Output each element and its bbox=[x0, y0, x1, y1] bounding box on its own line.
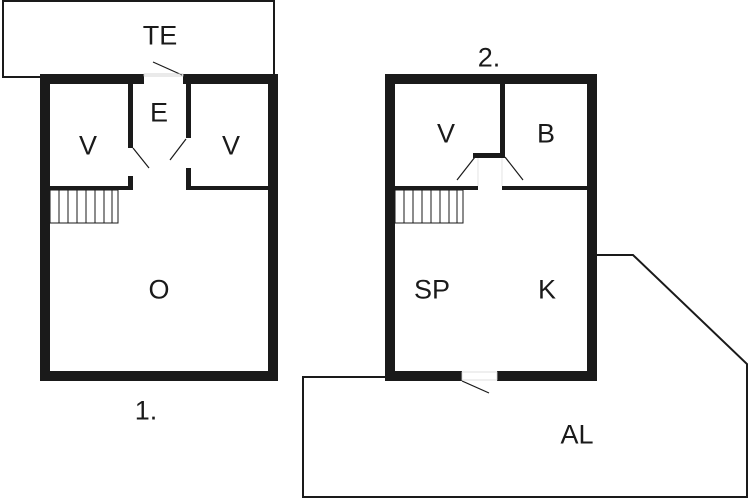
floor1-stairs bbox=[49, 189, 119, 224]
floor1-doors bbox=[132, 61, 187, 169]
room-label-room: V bbox=[436, 118, 456, 149]
floor2-stairs bbox=[394, 189, 464, 224]
room-label-terrace: TE bbox=[142, 20, 178, 51]
floor-label-1: 1. bbox=[134, 395, 158, 426]
balcony-outline bbox=[302, 254, 748, 498]
room-label-entrance: E bbox=[149, 97, 169, 128]
room-label-room-left: V bbox=[78, 130, 98, 161]
room-label-bath: B bbox=[536, 118, 556, 149]
floor2-walls bbox=[385, 74, 597, 381]
room-label-dining: SP bbox=[413, 274, 451, 305]
terrace-outline bbox=[2, 0, 275, 78]
floor-label-2: 2. bbox=[477, 42, 501, 73]
room-label-open-room: O bbox=[148, 274, 170, 305]
room-label-balcony: AL bbox=[560, 419, 594, 450]
room-label-room-right: V bbox=[221, 130, 241, 161]
floor2-doors bbox=[456, 156, 524, 394]
room-label-kitchen: K bbox=[537, 274, 557, 305]
floor1-walls bbox=[40, 74, 278, 381]
